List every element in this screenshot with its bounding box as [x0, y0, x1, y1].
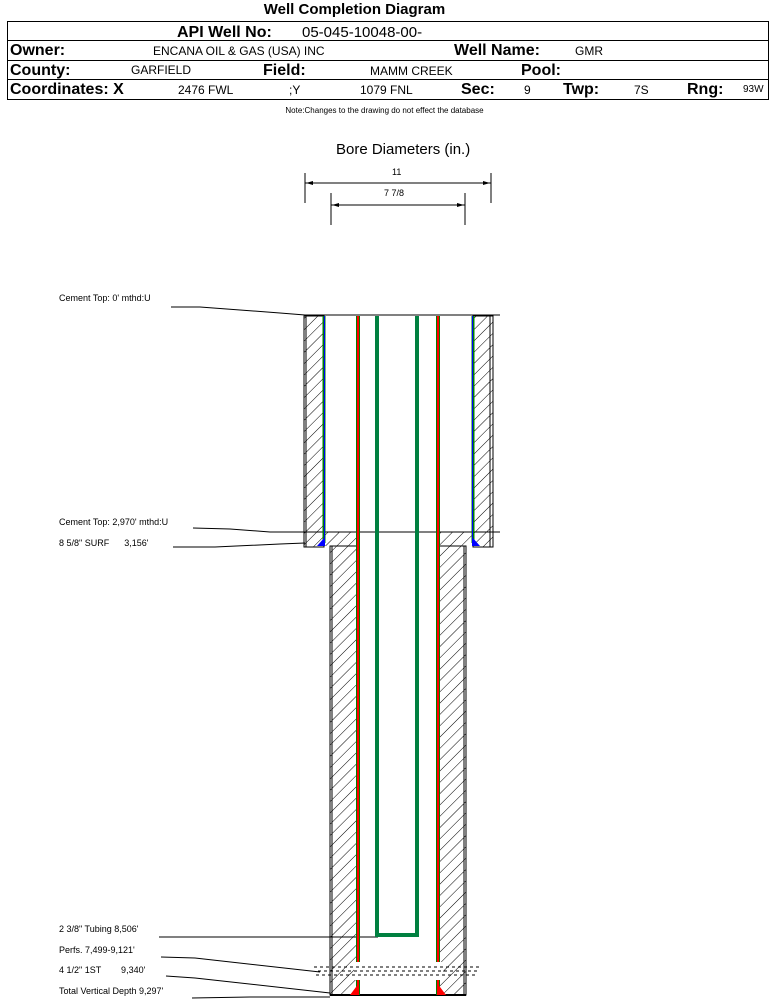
county-value: GARFIELD — [131, 63, 192, 77]
sec-label: Sec: — [461, 81, 495, 98]
header-border-left — [7, 21, 8, 99]
surface-casing-shoe-right — [472, 537, 480, 546]
surface-casing-leader — [173, 542, 306, 548]
header-divider — [7, 60, 769, 61]
perfs-leader — [160, 956, 321, 973]
note-text: Note:Changes to the drawing do not effec… — [285, 106, 484, 115]
bore-diameter-label-2: 7 7/8 — [384, 188, 405, 198]
cement-top-intermediate-label: Cement Top: 2,970' mthd:U — [59, 517, 169, 527]
surface-casing — [317, 316, 480, 546]
twp-value: 7S — [634, 83, 649, 97]
total-depth-label: Total Vertical Depth 9,297' — [59, 986, 164, 996]
cement-top-surface-leader — [171, 306, 306, 316]
header-border-top — [7, 21, 769, 22]
field-value: MAMM CREEK — [370, 64, 453, 78]
production-casing-leader — [165, 975, 331, 994]
tubing — [375, 316, 419, 937]
production-cement — [324, 532, 473, 996]
surface-casing-label: 8 5/8" SURF 3,156' — [59, 538, 149, 548]
perforations — [314, 962, 482, 980]
twp-label: Twp: — [563, 81, 600, 98]
well-name-label: Well Name: — [454, 42, 540, 59]
production-casing-shoe-right — [437, 983, 446, 995]
header-border-bottom — [7, 99, 769, 100]
owner-value: ENCANA OIL & GAS (USA) INC — [153, 44, 325, 58]
api-label: API Well No: — [177, 24, 272, 41]
rng-value: 93W — [743, 84, 764, 95]
header-divider — [7, 40, 769, 41]
coordinates-x-label: Coordinates: X — [10, 81, 124, 98]
coordinates-y-value: 1079 FNL — [360, 83, 413, 97]
well-name-value: GMR — [575, 44, 603, 58]
production-casing-shoe-left — [350, 983, 359, 995]
total-depth-leader — [191, 996, 330, 999]
owner-label: Owner: — [10, 42, 66, 59]
page-title: Well Completion Diagram — [263, 1, 446, 18]
field-label: Field: — [263, 62, 306, 79]
header-divider — [7, 79, 769, 80]
cement-top-intermediate-leader — [192, 527, 300, 533]
bore-diameter-label-1: 11 — [392, 167, 402, 177]
pool-label: Pool: — [521, 62, 561, 79]
bore-dimension-11 — [304, 173, 492, 203]
perfs-label: Perfs. 7,499-9,121' — [59, 945, 135, 955]
rng-label: Rng: — [687, 81, 724, 98]
production-casing — [350, 316, 446, 995]
coordinates-x-value: 2476 FWL — [178, 83, 234, 97]
api-value: 05-045-10048-00- — [302, 24, 423, 41]
bore-diameters-title: Bore Diameters (in.) — [336, 141, 471, 158]
tubing-label: 2 3/8" Tubing 8,506' — [59, 924, 139, 934]
production-casing-label: 4 1/2" 1ST 9,340' — [59, 965, 146, 975]
surface-casing-shoe-left — [317, 537, 325, 546]
sec-value: 9 — [524, 83, 531, 97]
surface-cement — [303, 315, 494, 548]
cement-top-surface-label: Cement Top: 0' mthd:U — [59, 293, 151, 303]
bore-dimension-7-7-8 — [330, 193, 466, 225]
county-label: County: — [10, 62, 71, 79]
coordinates-y-label: ;Y — [289, 83, 301, 97]
